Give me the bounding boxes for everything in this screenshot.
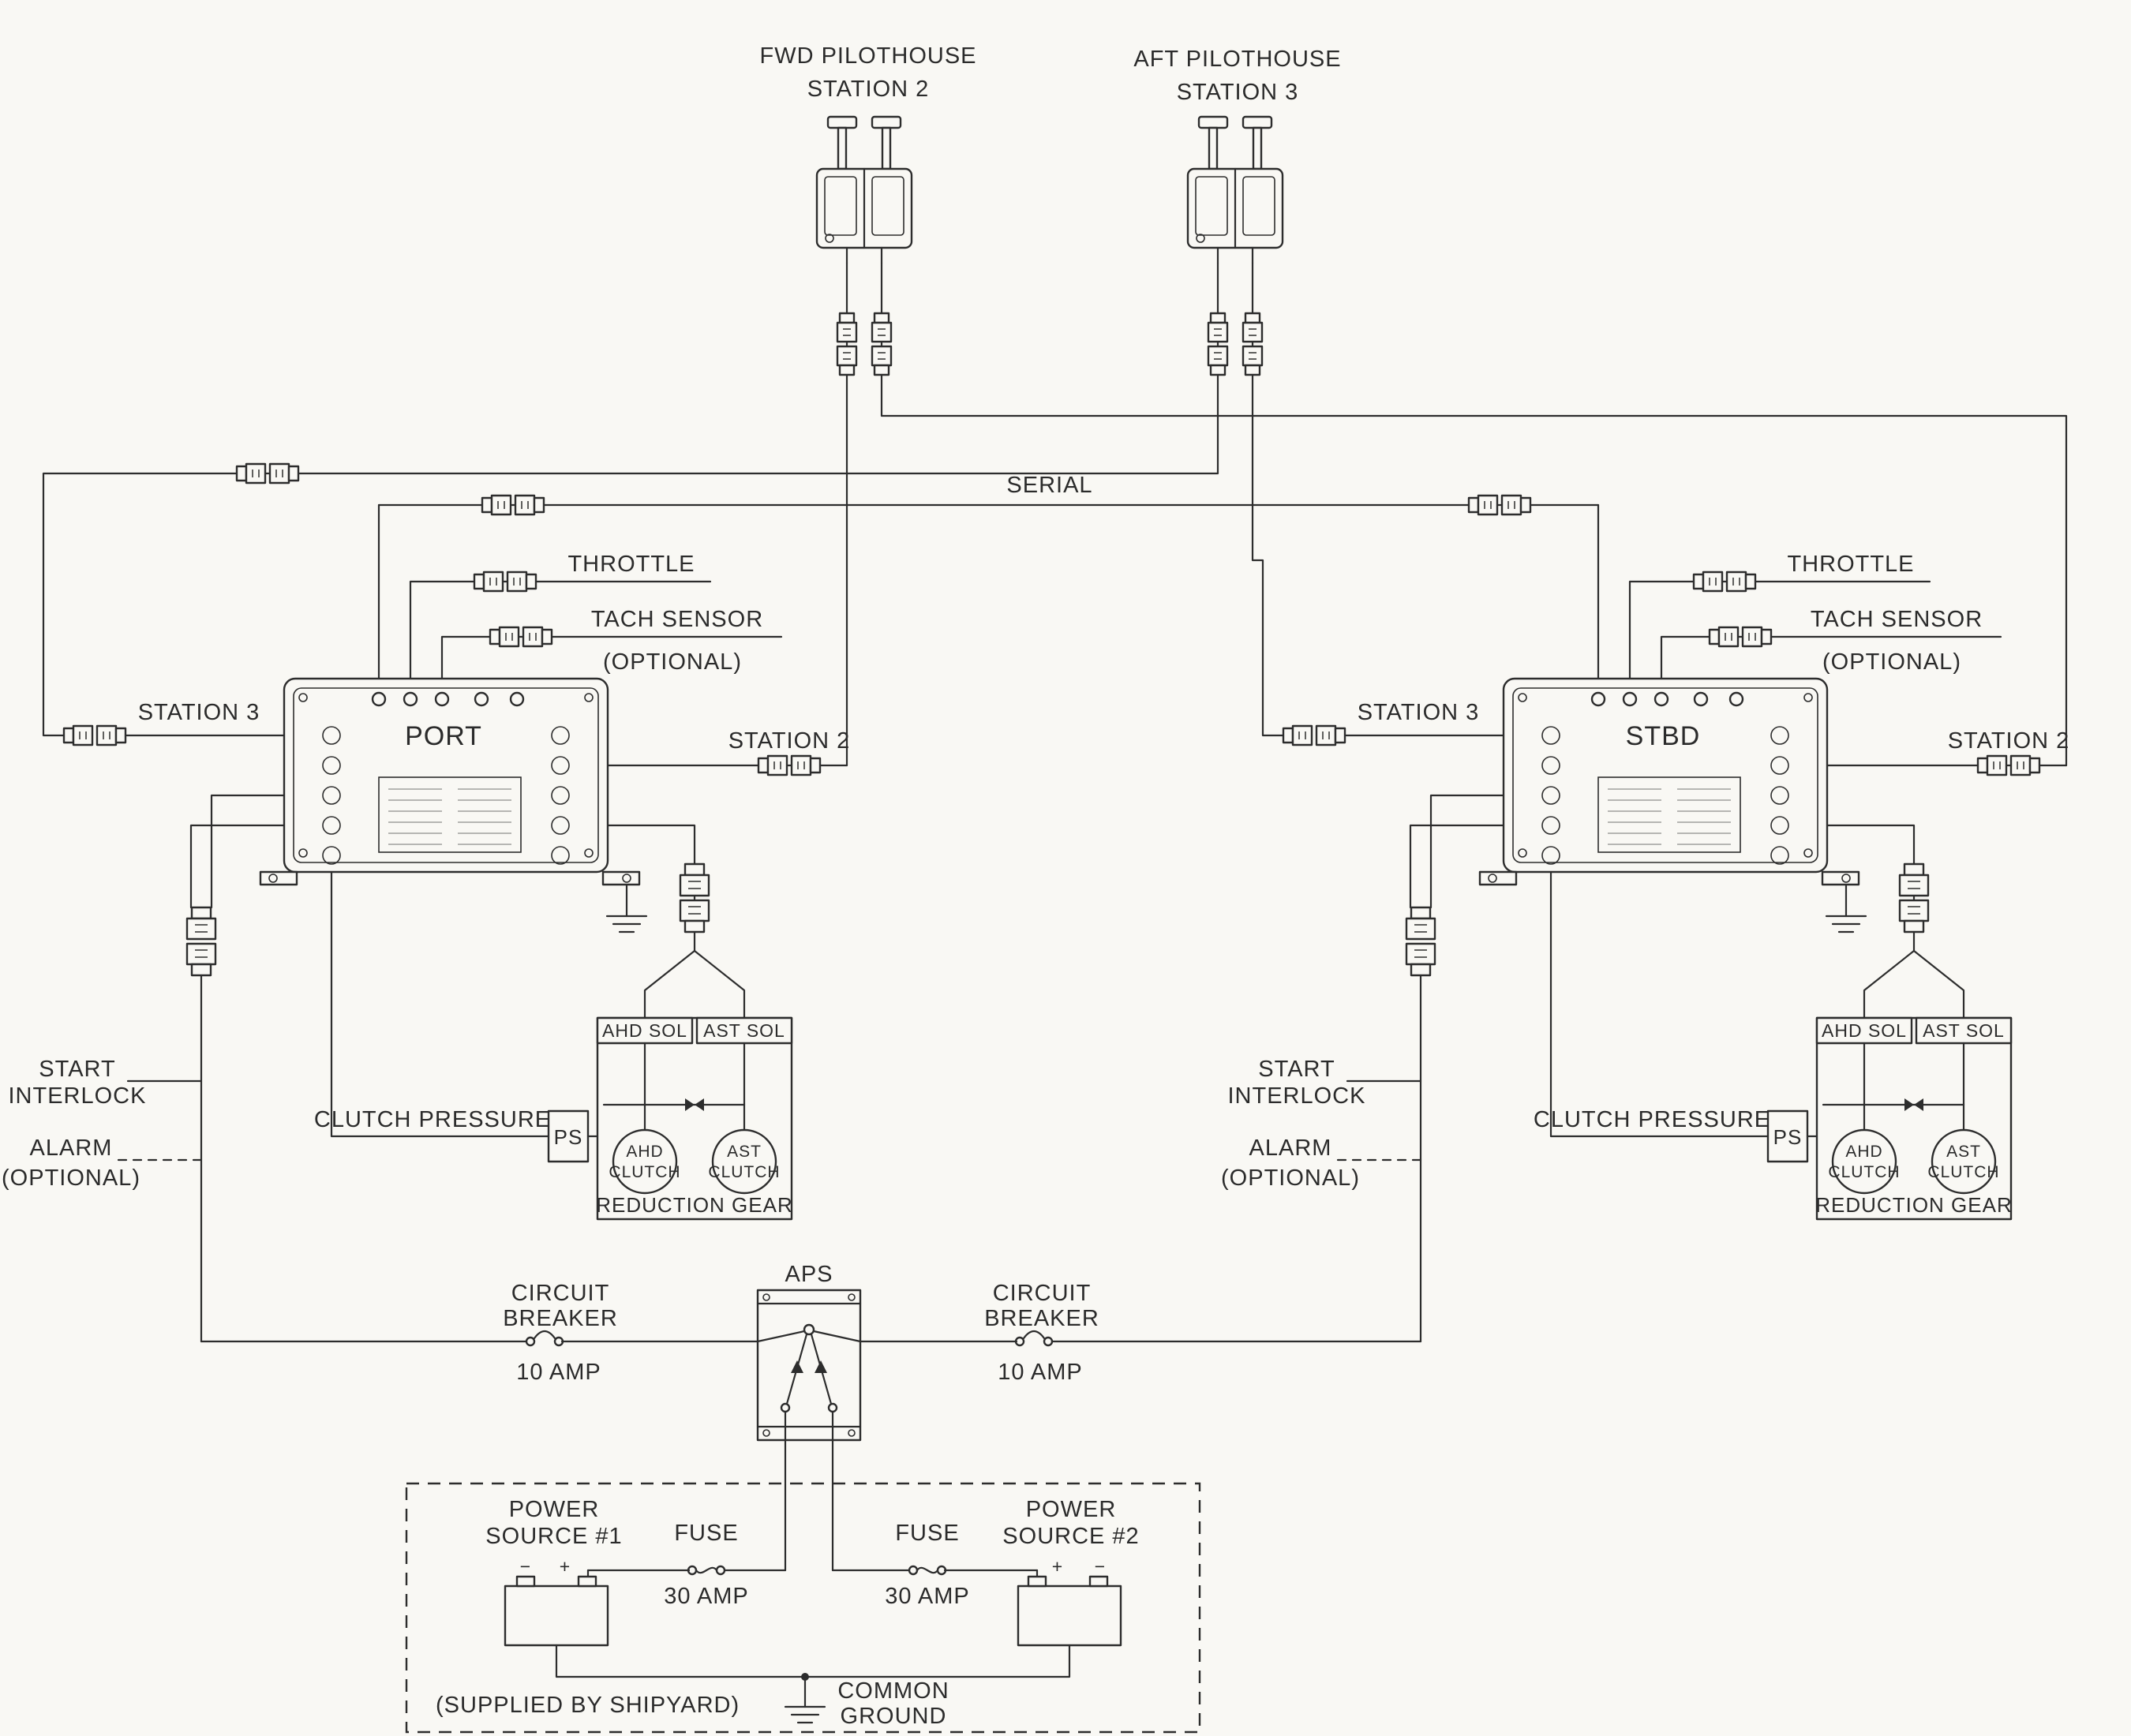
common-ground [555,1644,1071,1724]
fwd-control-lever [815,115,913,264]
port-ahd-clutch-line1: AHD [626,1143,663,1161]
fwd-pilothouse-station [815,115,913,376]
stbd-alarm-line1: ALARM [1249,1136,1332,1161]
port-unit-name: PORT [405,721,482,751]
port-throttle-label: THROTTLE [567,552,695,577]
battery-1 [504,1575,609,1647]
stbd-circuit-breaker [859,1330,1422,1347]
fwd-station-title-line1: FWD PILOTHOUSE [759,43,976,69]
port-start-interlock-line2: INTERLOCK [9,1083,147,1109]
stbd-unit-name: STBD [1626,721,1701,751]
stbd-tach-label-line2: (OPTIONAL) [1822,649,1961,675]
port-clutch-pressure-label: CLUTCH PRESSURE [314,1107,551,1132]
power-source1-line2: SOURCE #1 [485,1524,622,1549]
port-breaker-line2: BREAKER [503,1306,618,1331]
battery1-plus-sign: + [560,1556,571,1577]
port-station3-label: STATION 3 [138,700,260,725]
aft-pilothouse-station [1186,115,1284,376]
battery2-plus-sign: + [1052,1556,1063,1577]
station3-port-run [42,261,1219,737]
stbd-throttle-label: THROTTLE [1787,552,1914,577]
fuse2-label: FUSE [895,1521,959,1546]
stbd-start-interlock-line2: INTERLOCK [1228,1083,1366,1109]
power-source2-line1: POWER [1026,1497,1117,1522]
port-station2-label: STATION 2 [728,728,851,754]
stbd-ast-clutch-line2: CLUTCH [1927,1163,1999,1181]
port-ast-sol-label: AST SOL [703,1020,785,1041]
serial-label: SERIAL [1006,473,1092,498]
port-tach-label-line1: TACH SENSOR [591,607,763,632]
port-ast-clutch-line1: AST [727,1143,762,1161]
battery-2 [1017,1575,1122,1647]
stbd-clutch-pressure-label: CLUTCH PRESSURE [1534,1107,1770,1132]
labels: FWD PILOTHOUSE STATION 2 AFT PILOTHOUSE … [2,43,2069,1729]
aft-station-title-line1: AFT PILOTHOUSE [1133,47,1341,72]
port-alarm-line1: ALARM [30,1136,113,1161]
stbd-ahd-sol-label: AHD SOL [1822,1020,1907,1041]
aft-control-lever [1186,115,1284,264]
fuse-1 [586,1565,787,1578]
port-tach-label-line2: (OPTIONAL) [603,649,742,675]
shipyard-supply-box [405,1482,1201,1734]
aft-station-title-line2: STATION 3 [1177,80,1299,105]
power-source2-line2: SOURCE #2 [1002,1524,1139,1549]
fuse1-label: FUSE [674,1521,738,1546]
fuse1-amps: 30 AMP [664,1584,749,1609]
station2-stbd-run [880,261,2068,767]
port-breaker-line1: CIRCUIT [511,1281,610,1306]
stbd-ast-sol-label: AST SOL [1923,1020,2005,1041]
common-ground-line1: COMMON [837,1678,949,1704]
stbd-ahd-clutch-line2: CLUTCH [1828,1163,1900,1181]
port-reduction-gear-label: REDUCTION GEAR [596,1193,792,1217]
stbd-ps-label: PS [1773,1125,1803,1149]
aps-unit [756,1289,862,1572]
fwd-station-title-line2: STATION 2 [807,77,930,102]
stbd-breaker-line2: BREAKER [984,1306,1099,1331]
stbd-alarm-line2: (OPTIONAL) [1221,1165,1360,1191]
stbd-ahd-clutch-line1: AHD [1845,1143,1882,1161]
supplied-by-shipyard-label: (SUPPLIED BY SHIPYARD) [436,1693,740,1718]
stbd-tach-label-line1: TACH SENSOR [1811,607,1983,632]
port-alarm-line2: (OPTIONAL) [2,1165,140,1191]
station3-stbd-run [1251,261,1285,737]
port-ast-clutch-line2: CLUTCH [708,1163,780,1181]
stbd-start-interlock-line1: START [1258,1057,1335,1082]
fuse-2 [831,1565,1039,1578]
aps-label: APS [785,1262,833,1287]
stbd-breaker-line1: CIRCUIT [993,1281,1092,1306]
battery1-minus-sign: − [520,1556,531,1577]
port-circuit-breaker [200,1330,759,1347]
port-ahd-clutch-line2: CLUTCH [609,1163,680,1181]
stbd-station3-label: STATION 3 [1358,700,1480,725]
fuse2-amps: 30 AMP [885,1584,970,1609]
port-start-interlock-line1: START [39,1057,115,1082]
port-ahd-sol-label: AHD SOL [602,1020,687,1041]
stbd-station2-label: STATION 2 [1948,728,2070,754]
power-source1-line1: POWER [509,1497,600,1522]
stbd-ast-clutch-line1: AST [1946,1143,1981,1161]
port-ps-label: PS [554,1125,583,1149]
battery2-minus-sign: − [1095,1556,1106,1577]
stbd-reduction-gear-label: REDUCTION GEAR [1815,1193,2012,1217]
common-ground-line2: GROUND [841,1704,947,1729]
stbd-breaker-amps: 10 AMP [998,1360,1083,1385]
port-breaker-amps: 10 AMP [516,1360,601,1385]
